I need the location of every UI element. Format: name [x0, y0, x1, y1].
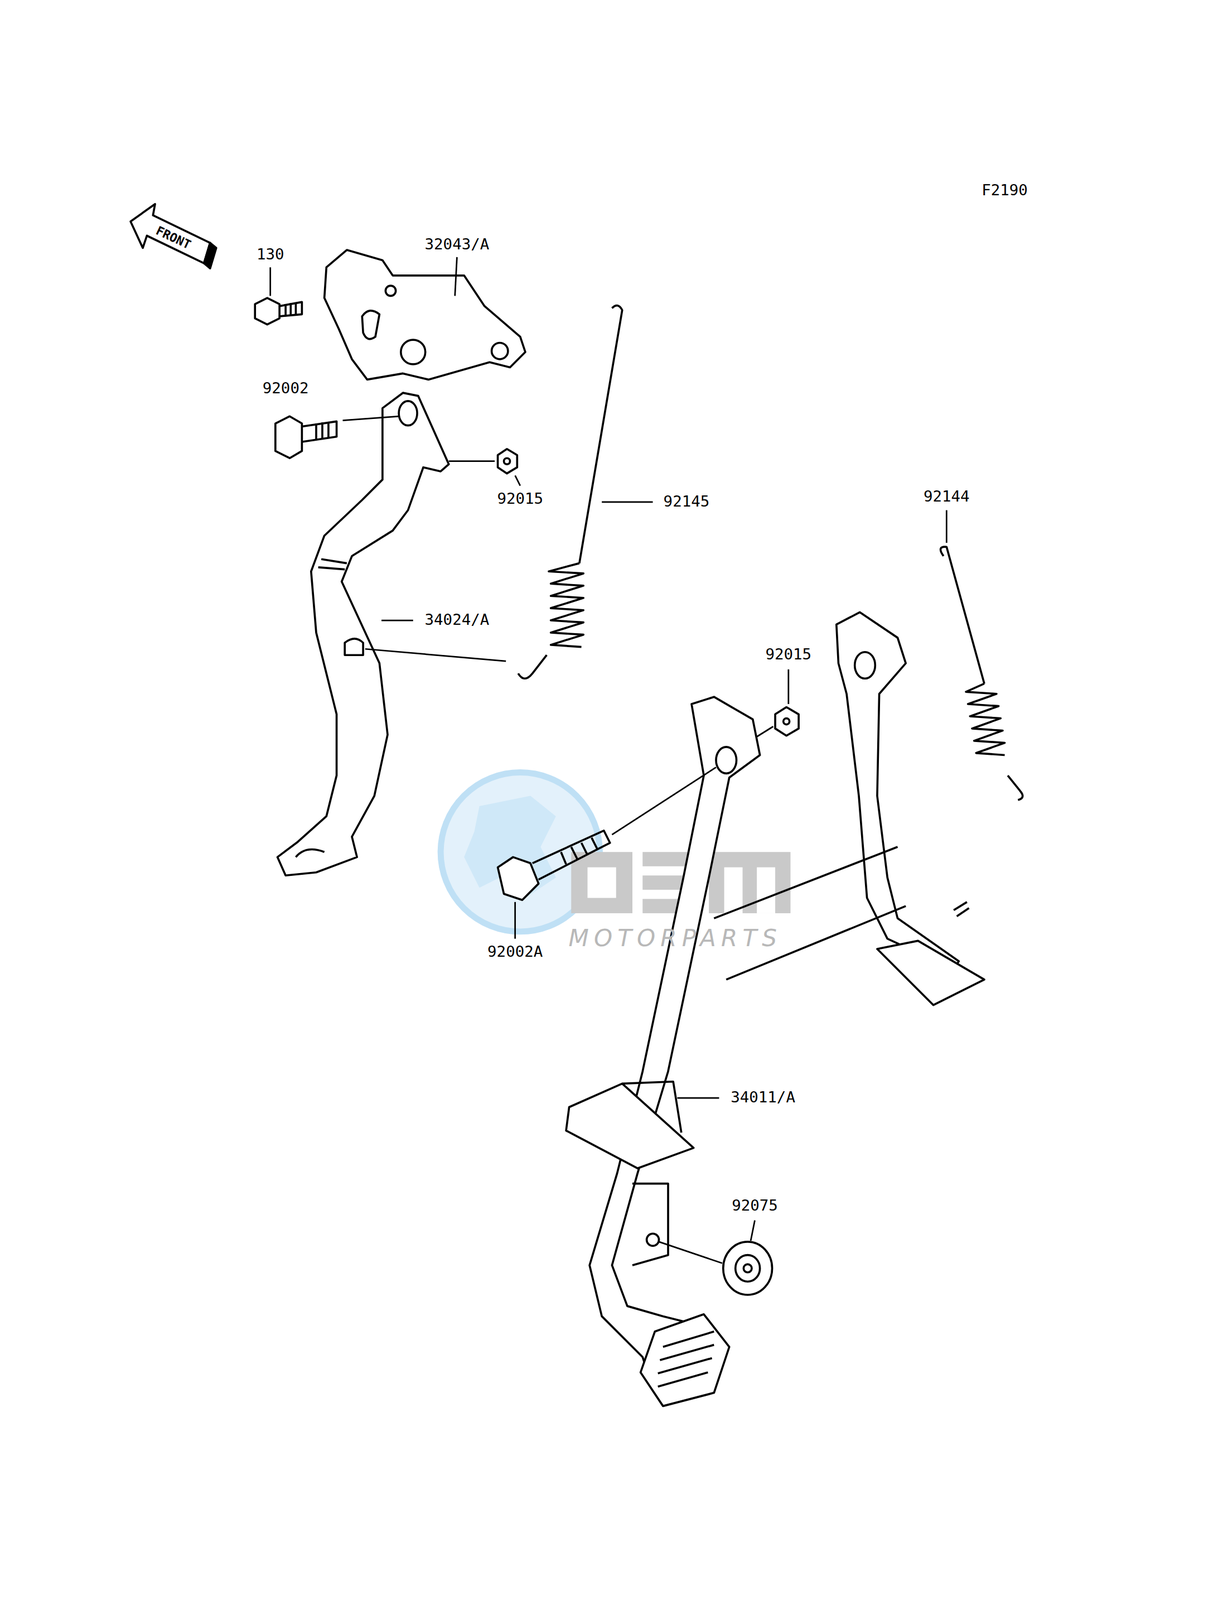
drawing-code: F2190	[979, 181, 1031, 200]
callout-number: 32043/A	[422, 235, 492, 254]
callout-number: 92144	[921, 487, 972, 506]
callout-number: 92015	[495, 490, 546, 508]
watermark-text: MOTORPARTS	[568, 926, 783, 951]
callout-number: 92002	[260, 379, 311, 398]
callout-number: 34024/A	[422, 611, 492, 629]
callout-number: 130	[254, 246, 287, 264]
callout-number: 34011/A	[728, 1088, 798, 1106]
callout-number: 92015	[763, 646, 814, 664]
callout-number: 92145	[661, 492, 712, 511]
callout-number: 92075	[730, 1196, 781, 1215]
callout-number: 92002A	[485, 943, 545, 961]
